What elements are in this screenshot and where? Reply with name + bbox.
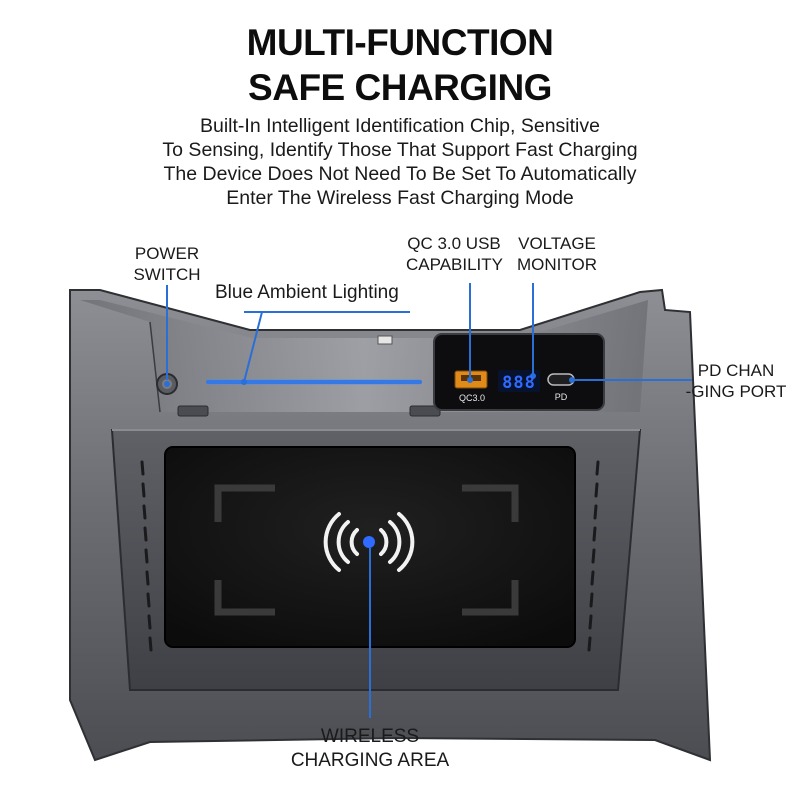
callout-pd-port: PD CHAN -GING PORT: [685, 361, 787, 401]
ambient-light-strip: [206, 380, 422, 384]
page-title: MULTI-FUNCTION SAFE CHARGING: [0, 20, 800, 110]
callout-blue-ambient-lighting: Blue Ambient Lighting: [215, 282, 399, 303]
title-line-1: MULTI-FUNCTION: [246, 22, 554, 63]
qc-port-label: QC3.0: [459, 393, 485, 403]
description-line-2: To Sensing, Identify Those That Support …: [162, 139, 638, 161]
wireless-icon: [323, 512, 415, 572]
callout-power-switch: POWER SWITCH: [133, 244, 201, 284]
voltage-readout: 888: [502, 373, 536, 393]
feature-description: Built-In Intelligent Identification Chip…: [0, 114, 800, 210]
description-line-4: Enter The Wireless Fast Charging Mode: [226, 187, 574, 209]
pd-port-label: PD: [555, 392, 568, 402]
callout-qc-usb: QC 3.0 USB CAPABILITY: [406, 234, 503, 274]
callout-wireless-charging-area: WIRELESS CHARGING AREA: [290, 726, 450, 771]
title-line-2: SAFE CHARGING: [248, 67, 552, 108]
description-line-1: Built-In Intelligent Identification Chip…: [200, 115, 600, 137]
corner-guides: [214, 484, 519, 616]
left-grip-dashes: [140, 460, 153, 652]
description-line-3: The Device Does Not Need To Be Set To Au…: [163, 163, 637, 185]
callout-voltage-monitor: VOLTAGE MONITOR: [517, 234, 597, 274]
right-grip-dashes: [587, 460, 600, 652]
voltage-display: [498, 370, 540, 392]
